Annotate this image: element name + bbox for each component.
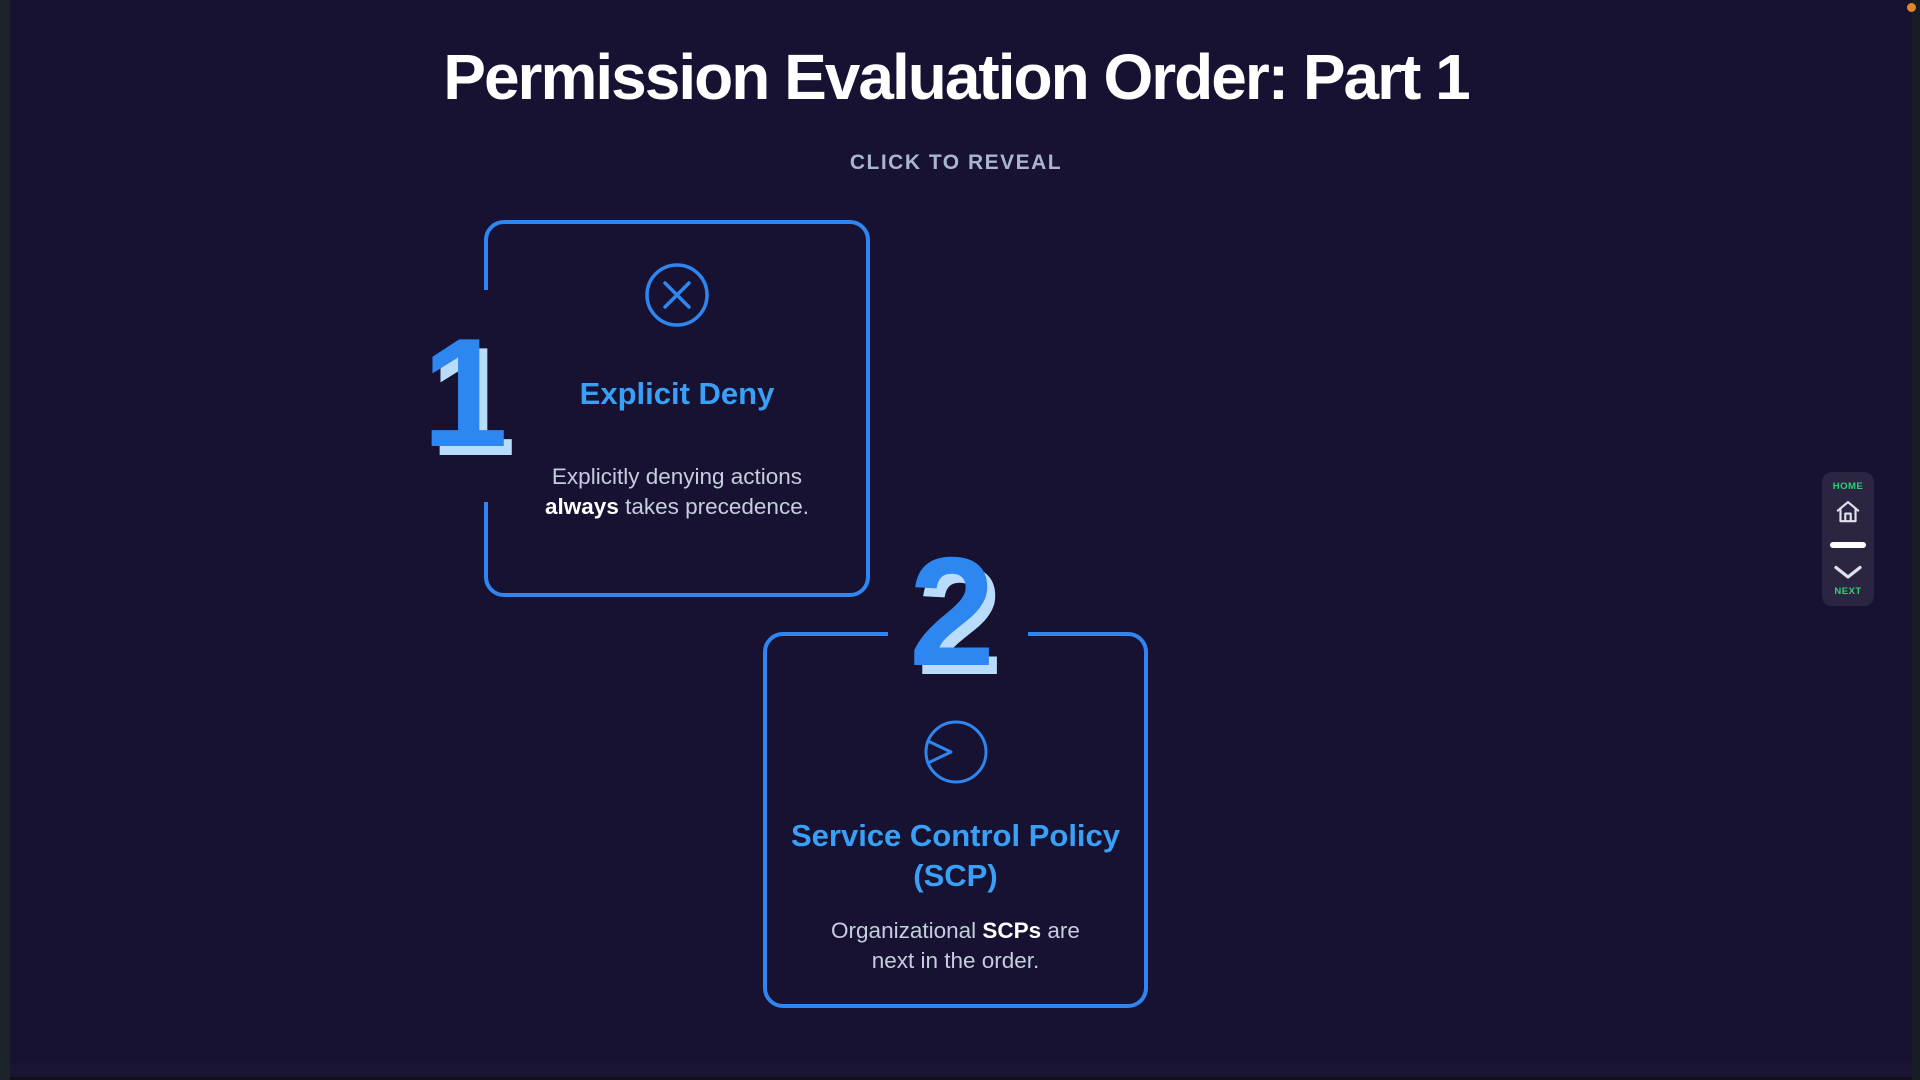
chevron-down-icon [1834,565,1862,579]
body-text-bold: SCPs [982,918,1042,943]
card-body: Explicitly denying actions always takes … [527,462,827,522]
home-button[interactable]: HOME [1833,481,1864,525]
next-label: NEXT [1834,586,1862,597]
nav-divider [1830,542,1866,548]
card-heading: Service Control Policy (SCP) [790,818,1121,893]
number-halo-mask [477,290,495,502]
card-heading: Explicit Deny [579,376,775,411]
body-text: Explicitly denying actions [551,464,803,489]
card-body: Organizational SCPs are next in the orde… [825,916,1087,976]
x-circle-icon [645,263,709,327]
number-halo-mask [888,625,1028,643]
orange-indicator-dot [1907,3,1916,12]
click-to-reveal-hint: CLICK TO REVEAL [849,151,1063,174]
pie-pointer-icon [924,720,987,784]
step-number-1: 1 [421,306,509,479]
next-button[interactable]: NEXT [1833,565,1863,597]
page-title: Permission Evaluation Order: Part 1 [443,41,1470,113]
step-card-scp[interactable]: 2 Service Control Policy (SCP) Organizat… [763,534,1148,1008]
home-icon [1836,500,1860,523]
body-text: Organizational [831,918,983,943]
bottom-edge-band [10,1063,1912,1080]
body-text-bold: always [545,494,619,519]
step-card-explicit-deny[interactable]: 1 Explicit Deny Explicitly denying actio… [422,220,870,597]
step-number-2: 2 [908,525,996,698]
slide-nav: HOME NEXT [1822,472,1874,606]
home-label: HOME [1832,481,1864,492]
right-edge-strip [1912,0,1920,1080]
body-text: are next in the order. [871,918,1080,973]
left-edge-strip [0,0,10,1080]
body-text: takes precedence. [618,494,809,519]
